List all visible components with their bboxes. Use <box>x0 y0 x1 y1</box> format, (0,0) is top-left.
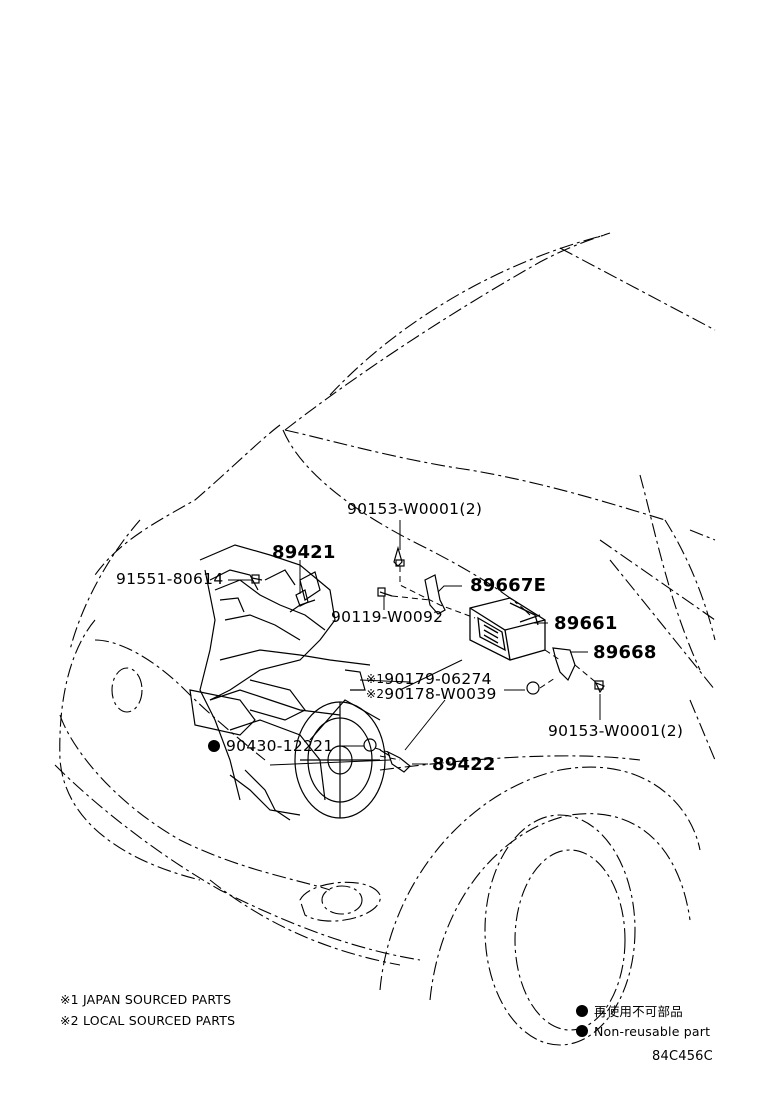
label-90178-row[interactable]: ※290178-W0039 <box>366 685 497 703</box>
note-japan-sourced: ※1 JAPAN SOURCED PARTS <box>60 992 232 1007</box>
japan-marker: ※1 <box>366 672 385 686</box>
note-local-sourced: ※2 LOCAL SOURCED PARTS <box>60 1013 236 1028</box>
legend-en-row: Non-reusable part <box>576 1025 710 1039</box>
engine-assembly <box>189 544 386 821</box>
legend-dot-icon <box>576 1005 588 1017</box>
label-91551[interactable]: 91551-80614 <box>116 570 224 588</box>
label-90179[interactable]: 90179-06274 <box>384 670 492 688</box>
small-parts <box>251 545 605 773</box>
label-90430[interactable]: 90430-12221 <box>226 737 334 755</box>
leader-lines <box>228 520 601 766</box>
label-90179-row[interactable]: ※190179-06274 <box>366 670 492 688</box>
label-89661[interactable]: 89661 <box>554 613 618 634</box>
label-89422[interactable]: 89422 <box>432 754 496 775</box>
ecu-module <box>469 597 546 661</box>
vehicle-phantom-outline <box>54 232 716 1046</box>
illustration-code: 84C456C <box>652 1049 713 1064</box>
label-89421[interactable]: 89421 <box>272 542 336 563</box>
dashed-connections <box>374 566 599 761</box>
legend-en: Non-reusable part <box>594 1024 711 1039</box>
legend-jp-row: 再使用不可部品 <box>576 1005 683 1019</box>
non-reusable-dot-icon <box>208 740 220 752</box>
label-89667e[interactable]: 89667E <box>470 575 547 596</box>
label-90119[interactable]: 90119-W0092 <box>331 608 444 626</box>
label-90153-top[interactable]: 90153-W0001(2) <box>347 500 483 518</box>
legend-jp: 再使用不可部品 <box>594 1004 683 1019</box>
legend-dot-icon <box>576 1025 588 1037</box>
label-90153-bottom[interactable]: 90153-W0001(2) <box>548 722 684 740</box>
label-89668[interactable]: 89668 <box>593 642 657 663</box>
label-90178[interactable]: 90178-W0039 <box>384 685 497 703</box>
label-90430-row[interactable]: 90430-12221 <box>208 737 334 755</box>
local-marker: ※2 <box>366 687 385 701</box>
